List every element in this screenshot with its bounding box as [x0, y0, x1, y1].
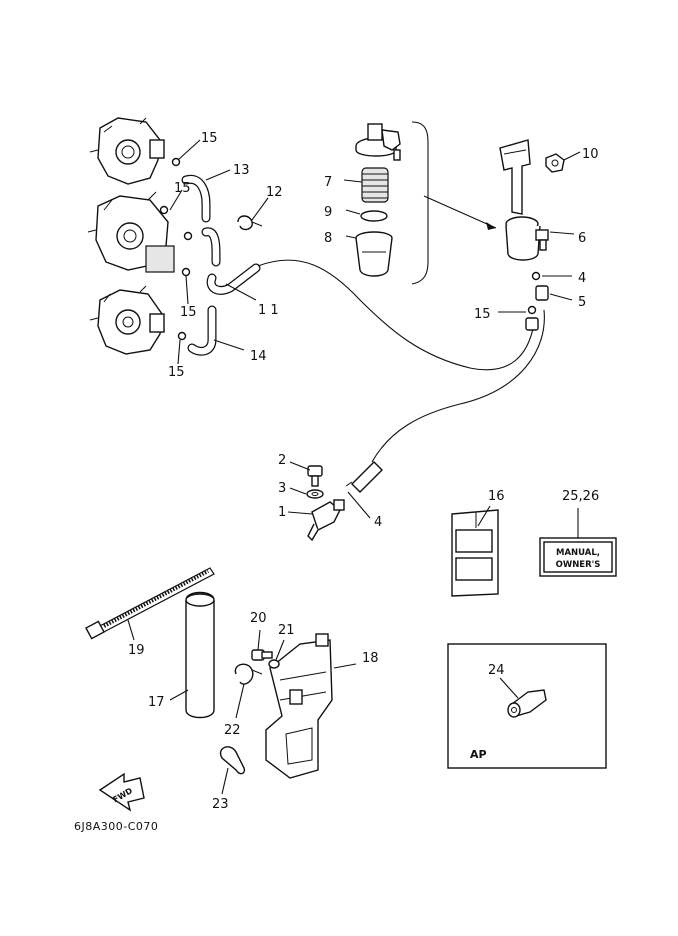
callout-5: 5 [578, 295, 586, 310]
callout-3: 3 [278, 481, 286, 496]
clamp-22 [234, 663, 263, 685]
nut-10 [545, 153, 565, 173]
clip-15-parts [159, 157, 193, 341]
callout-19: 19 [128, 643, 145, 658]
callout-15: 15 [168, 365, 185, 380]
hose-14 [187, 305, 217, 356]
callout-labels: 15 13 15 12 15 1 1 14 15 7 9 8 10 6 4 5 … [128, 131, 599, 812]
clip-23 [219, 746, 246, 775]
hose-short [201, 227, 221, 267]
callout-15: 15 [474, 307, 491, 322]
callout-10: 10 [582, 147, 599, 162]
hose-joint [351, 461, 383, 493]
callout-15: 15 [174, 181, 191, 196]
carburetor-top [89, 117, 165, 185]
clamp-12 [237, 215, 263, 231]
leader-lines [127, 139, 581, 795]
callout-7: 7 [324, 175, 332, 190]
callout-11: 1 1 [258, 303, 279, 318]
callout-22: 22 [224, 723, 241, 738]
fuel-line-upper [257, 259, 535, 371]
fuel-line-lower [371, 309, 545, 463]
filter-bracket-brace [411, 121, 429, 285]
callout-4: 4 [374, 515, 382, 530]
callout-4: 4 [578, 271, 586, 286]
callout-2: 2 [278, 453, 286, 468]
o-ring-9 [360, 210, 388, 222]
callout-24: 24 [488, 663, 505, 678]
callout-1: 1 [278, 505, 286, 520]
filter-cup-8 [355, 231, 393, 277]
bolt-20 [251, 649, 273, 661]
callout-13: 13 [233, 163, 250, 178]
callout-21: 21 [278, 623, 295, 638]
callout-15: 15 [201, 131, 218, 146]
callout-14: 14 [250, 349, 267, 364]
manual-label-line1: MANUAL, [556, 548, 600, 558]
hose-11 [206, 263, 261, 295]
fitting-24 [507, 689, 547, 718]
callout-18: 18 [362, 651, 379, 666]
callout-23: 23 [212, 797, 229, 812]
fuel-filter-6 [505, 216, 549, 261]
carburetor-middle [87, 191, 175, 273]
bolt-2 [307, 465, 323, 487]
manual-label-line2: OWNER'S [556, 560, 601, 570]
ap-label: AP [470, 748, 487, 761]
cable-tie-19 [85, 567, 215, 640]
filter-element-7 [361, 167, 389, 203]
callout-25-26: 25,26 [562, 489, 599, 504]
callout-9: 9 [324, 205, 332, 220]
label-16 [451, 509, 499, 597]
filter-parts-4-5-15 [525, 271, 549, 331]
callout-20: 20 [250, 611, 267, 626]
bracket-18 [265, 633, 333, 779]
callout-15: 15 [180, 305, 197, 320]
ap-box: AP [447, 643, 607, 769]
washer-3 [306, 489, 324, 499]
filter-assembly-arrow [423, 195, 497, 229]
callout-8: 8 [324, 231, 332, 246]
callout-6: 6 [578, 231, 586, 246]
fwd-arrow-icon: FWD [98, 772, 145, 812]
callout-16: 16 [488, 489, 505, 504]
hose-13 [181, 174, 211, 223]
connector-1 [307, 481, 353, 542]
diagram-code: 6J8A300-C070 [74, 820, 158, 833]
manual-owners-box: MANUAL, OWNER'S [539, 537, 617, 577]
filter-cap [355, 123, 401, 161]
filter-bracket [499, 139, 531, 215]
carburetor-bottom [89, 285, 165, 355]
callout-17: 17 [148, 695, 165, 710]
callout-12: 12 [266, 185, 283, 200]
washer-21 [268, 659, 280, 669]
sleeve-17 [185, 591, 215, 719]
